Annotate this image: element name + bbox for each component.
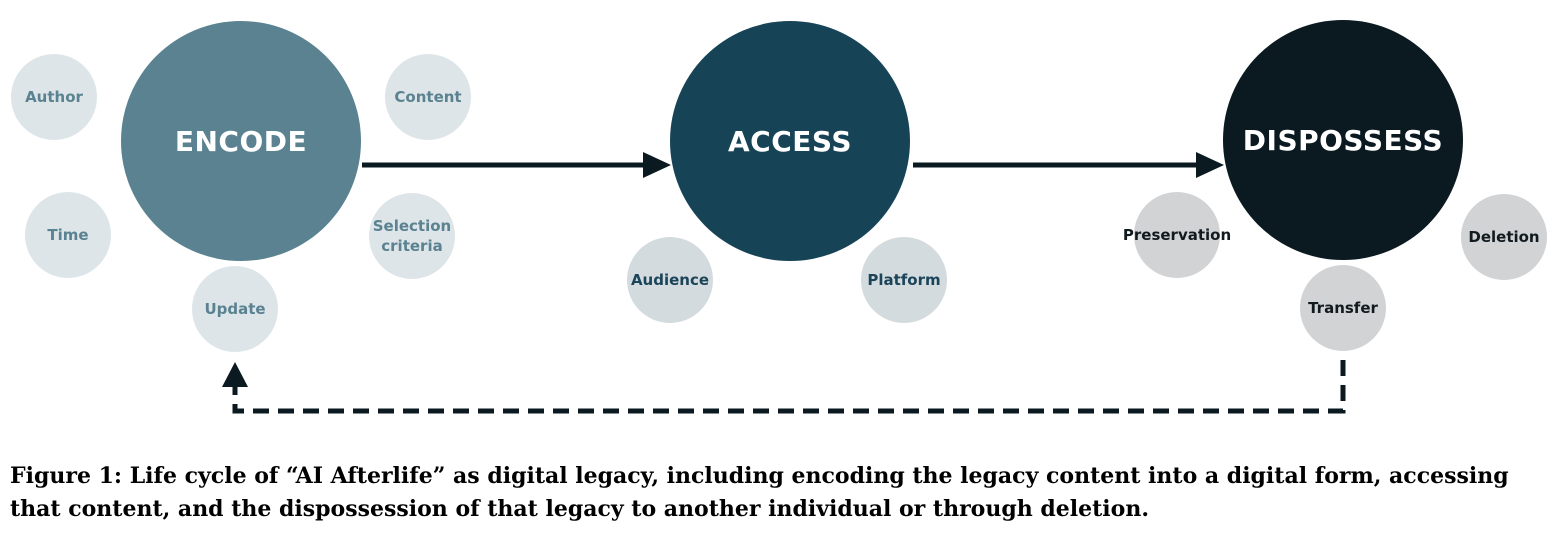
lifecycle-diagram: Author Content Time Selection criteria U… xyxy=(11,20,1547,414)
encode-to-access-arrowhead xyxy=(643,152,671,178)
dispossess-stage-circle: DISPOSSESS xyxy=(1223,20,1463,260)
feedback-dashed-line xyxy=(232,360,1346,414)
encode-item-time: Time xyxy=(25,192,111,278)
access-item-audience: Audience xyxy=(627,237,713,323)
dispossess-item-transfer: Transfer xyxy=(1300,265,1386,351)
encode-item-update: Update xyxy=(192,266,278,352)
figure-caption: Figure 1: Life cycle of “AI Afterlife” a… xyxy=(10,463,1509,522)
access-stage-circle: ACCESS xyxy=(670,21,910,261)
feedback-arrowhead xyxy=(222,362,248,387)
access-to-dispossess-arrowhead xyxy=(1196,152,1224,178)
encode-item-author: Author xyxy=(11,54,97,140)
encode-stage-circle: ENCODE xyxy=(121,21,361,261)
encode-item-content: Content xyxy=(385,54,471,140)
dispossess-item-deletion: Deletion xyxy=(1461,194,1547,280)
dispossess-item-preservation: Preservation xyxy=(1123,192,1231,278)
connectors xyxy=(222,152,1346,414)
encode-item-selection-criteria: Selection criteria xyxy=(369,193,455,279)
access-item-platform: Platform xyxy=(861,237,947,323)
